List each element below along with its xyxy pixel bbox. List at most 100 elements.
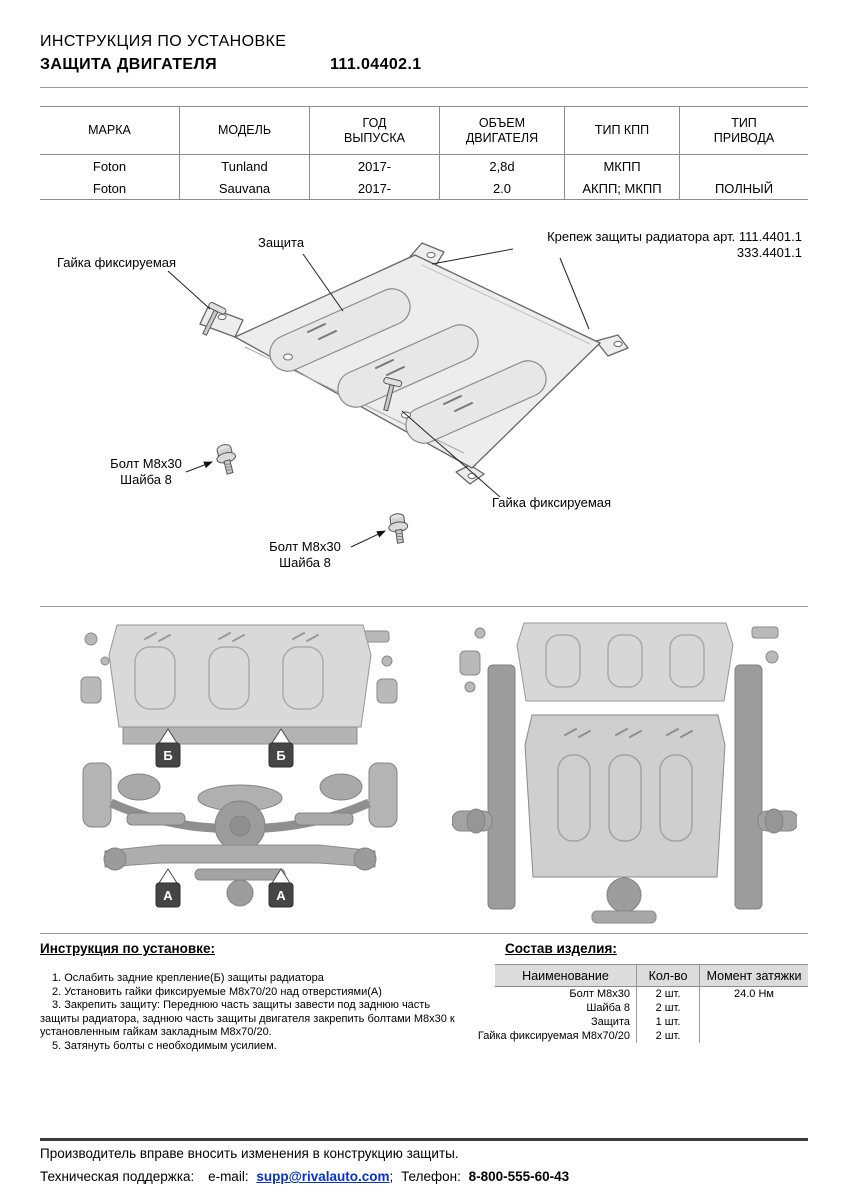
exploded-diagram: Защита Крепеж защиты радиатора арт. 111.… [40, 225, 808, 600]
label-radiator-fastener: Крепеж защиты радиатора арт. 111.4401.1 … [515, 229, 802, 261]
transfer-case [606, 877, 642, 913]
label-bolt-bottom: Болт М8х30 Шайба 8 [257, 539, 353, 571]
installation-steps: 1. Ослабить задние крепление(Б) защиты р… [40, 972, 468, 1053]
label-bolt-bottom-line1: Болт М8х30 [269, 539, 341, 554]
manufacturer-disclaimer: Производитель вправе вносить изменения в… [40, 1146, 459, 1161]
frame-rail-left [487, 664, 516, 910]
label-fixing-nut-left: Гайка фиксируемая [57, 255, 177, 270]
instruction-step-4: 5. Затянуть болты с необходимым усилием. [52, 1039, 277, 1052]
part-name-cell: Гайка фиксируемая М8х70/20 [478, 1029, 637, 1043]
label-bolt-left: Болт М8х30 Шайба 8 [98, 456, 194, 488]
vehicle-table-header-drive: ТИП ПРИВОДА [680, 107, 808, 155]
header-divider [40, 87, 808, 88]
engine-protection-plate [524, 714, 726, 878]
part-qty-cell: 1 шт. [637, 1015, 700, 1029]
vehicle-engine-cell: 2.0 [440, 177, 565, 199]
vehicle-table-header-model: МОДЕЛЬ [180, 107, 310, 155]
vehicle-gearbox-cell: АКПП; МКПП [565, 177, 680, 199]
protection-plate-diagram-svg [167, 242, 629, 548]
part-torque-cell [700, 1029, 808, 1043]
doc-type-title: ИНСТРУКЦИЯ ПО УСТАНОВКЕ [40, 33, 287, 50]
axle-shafts [451, 808, 799, 834]
marker-a-1-letter: А [163, 888, 173, 903]
part-name-cell: Болт М8х30 [495, 987, 637, 1001]
product-title-row: ЗАЩИТА ДВИГАТЕЛЯ 111.04402.1 [40, 56, 540, 74]
vehicle-table-header-engine: ОБЪЕМ ДВИГАТЕЛЯ [440, 107, 565, 155]
marker-a-1: А [155, 868, 181, 908]
parts-title: Состав изделия: [505, 941, 617, 956]
support-phone: 8-800-555-60-43 [468, 1169, 570, 1184]
marker-b-1-letter: Б [163, 748, 172, 763]
marker-a-2: А [268, 868, 294, 908]
radiator-protection-plate [108, 624, 372, 728]
label-fixing-nut-bottom: Гайка фиксируемая [492, 495, 612, 510]
part-qty-cell: 2 шт. [637, 987, 700, 1001]
part-qty-cell: 2 шт. [637, 1029, 700, 1043]
vehicle-drive-cell: ПОЛНЫЙ [714, 180, 774, 196]
footer-divider [40, 1138, 808, 1141]
chassis-front-view: Б Б А А [75, 617, 405, 937]
diagram-leader-lines [167, 248, 590, 548]
bolt-left-part [213, 442, 240, 477]
section-divider-bottom [40, 933, 808, 934]
label-bolt-bottom-line2: Шайба 8 [279, 555, 331, 570]
vehicle-brand-cell: Foton [40, 155, 180, 177]
radiator-protection-plate [516, 622, 734, 702]
label-bolt-left-line1: Болт М8х30 [110, 456, 182, 471]
vehicle-table-header-gearbox: ТИП КПП [565, 107, 680, 155]
part-torque-cell [700, 1015, 808, 1029]
instruction-step-3: 3. Закрепить защиту: Переднюю часть защи… [40, 999, 455, 1038]
label-protection: Защита [258, 235, 305, 250]
chassis-bottom-view [451, 617, 799, 937]
vehicle-brand-cell: Foton [40, 177, 180, 199]
vehicle-gearbox-cell: МКПП [565, 155, 680, 177]
vehicle-table-header-year: ГОД ВЫПУСКА [310, 107, 440, 155]
part-number: 111.04402.1 [330, 56, 422, 73]
instruction-step-2: 2. Установить гайки фиксируемые М8х70/20… [52, 985, 382, 998]
loose-hardware [459, 626, 779, 693]
front-axle [103, 844, 377, 907]
label-radiator-fastener-line2: 333.4401.1 [736, 245, 802, 260]
section-divider-top [40, 606, 808, 607]
vehicle-table: МАРКА МОДЕЛЬ ГОД ВЫПУСКА ОБЪЕМ ДВИГАТЕЛЯ… [40, 106, 808, 200]
instructions-title: Инструкция по установке: [40, 941, 215, 956]
bolt-bottom-part [386, 512, 411, 545]
marker-b-2-letter: Б [276, 748, 285, 763]
parts-header-name: Наименование [495, 965, 637, 987]
part-torque-cell: 24.0 Нм [734, 988, 774, 1000]
vehicle-year-cell: 2017- [310, 177, 440, 199]
support-email-link[interactable]: supp@rivalauto.com [256, 1169, 390, 1184]
protection-plate [199, 242, 629, 485]
part-name-cell: Защита [495, 1015, 637, 1029]
parts-header-qty: Кол-во [637, 965, 700, 987]
marker-a-2-letter: А [276, 888, 286, 903]
vehicle-model-cell: Tunland [180, 155, 310, 177]
chassis-front-view-svg: Б Б А А [80, 624, 398, 908]
loose-hardware [80, 630, 398, 704]
marker-b-2: Б [268, 728, 294, 768]
phone-label: Телефон: [401, 1169, 461, 1184]
front-crossmember [122, 726, 358, 745]
chassis-bottom-view-svg [451, 622, 799, 924]
frame-rail-right [734, 664, 763, 910]
part-qty-cell: 2 шт. [637, 1001, 700, 1015]
label-radiator-fastener-line1: Крепеж защиты радиатора арт. 111.4401.1 [547, 229, 802, 244]
vehicle-year-cell: 2017- [310, 155, 440, 177]
suspension-and-engine [82, 762, 398, 852]
label-bolt-left-line2: Шайба 8 [120, 472, 172, 487]
vehicle-model-cell: Sauvana [180, 177, 310, 199]
part-name-cell: Шайба 8 [495, 1001, 637, 1015]
support-label: Техническая поддержка: [40, 1169, 195, 1184]
vehicle-engine-cell: 2,8d [440, 155, 565, 177]
instruction-step-1: 1. Ослабить задние крепление(Б) защиты р… [52, 972, 324, 984]
marker-b-1: Б [155, 728, 181, 768]
contact-separator: ; [389, 1169, 394, 1184]
email-label: e-mail: [208, 1169, 249, 1184]
vehicle-table-header-brand: МАРКА [40, 107, 180, 155]
support-contacts: Техническая поддержка: e-mail: supp@riva… [40, 1169, 569, 1184]
parts-table: Наименование Кол-во Момент затяжки Болт … [478, 964, 808, 1043]
parts-header-torque: Момент затяжки [700, 965, 808, 987]
vehicle-drive-cell [680, 155, 808, 177]
driveshaft [591, 910, 657, 924]
